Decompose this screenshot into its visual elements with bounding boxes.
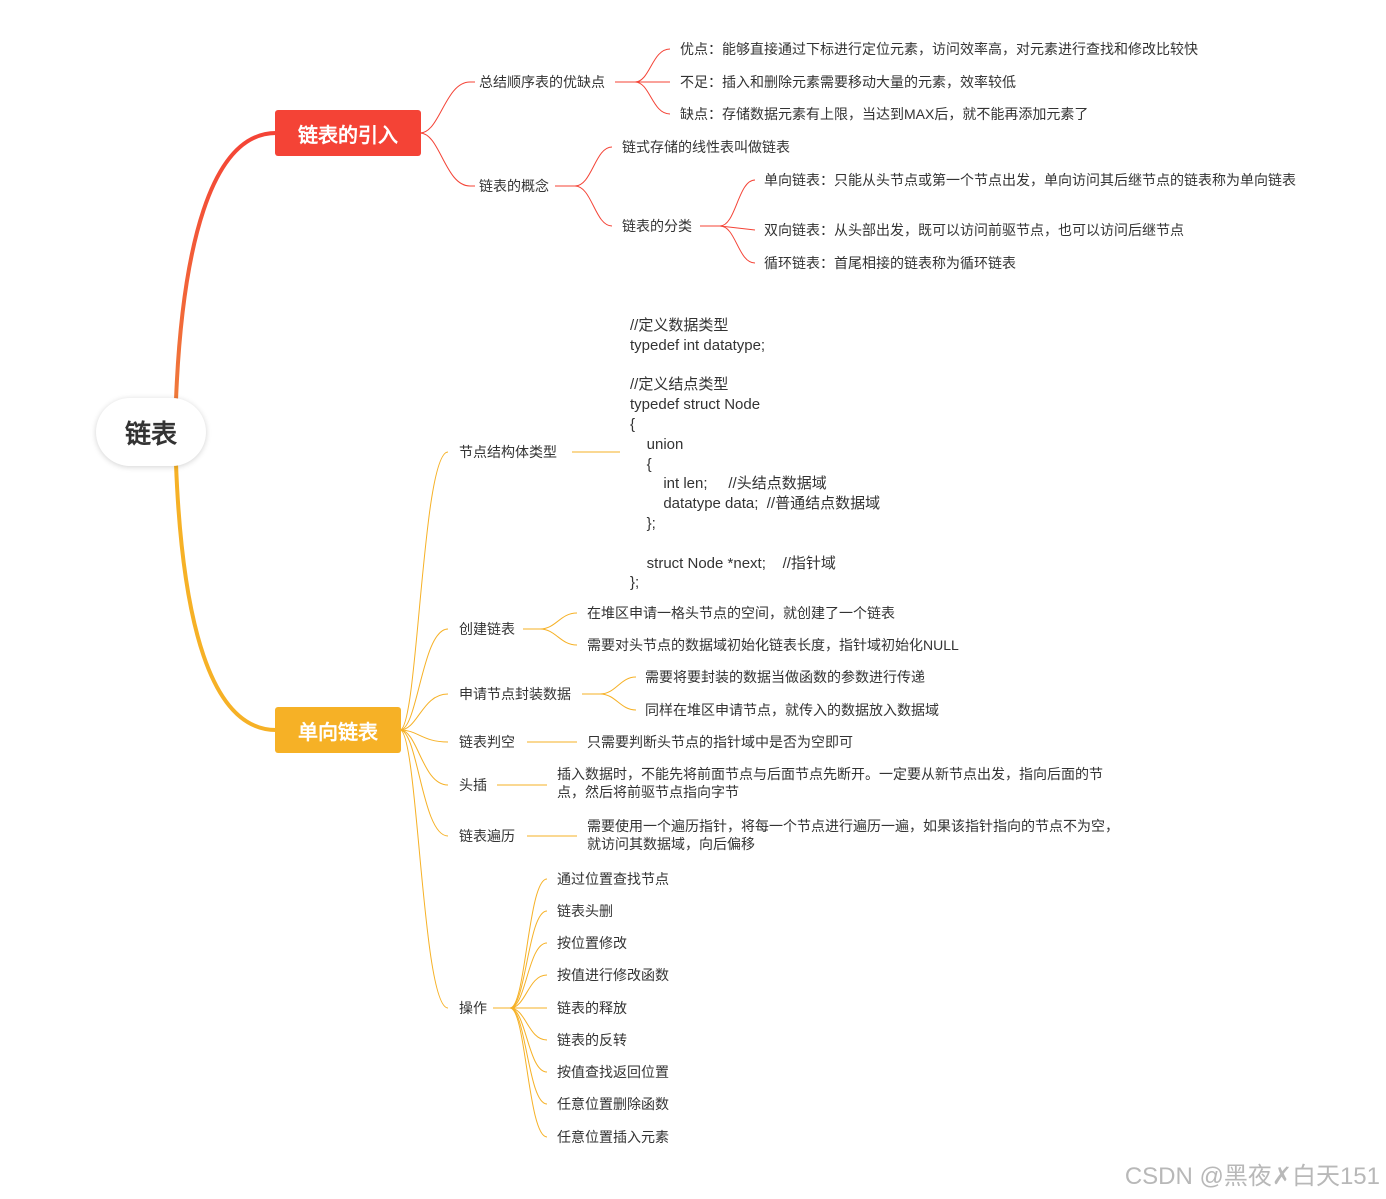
node-doubly-list-def[interactable]: 双向链表：从头部出发，既可以访问前驱节点，也可以访问后继节点 <box>764 222 1184 238</box>
node-op-3[interactable]: 按位置修改 <box>557 935 627 951</box>
node-operations[interactable]: 操作 <box>459 1000 487 1016</box>
node-struct-code[interactable]: //定义数据类型 typedef int datatype; //定义结点类型 … <box>630 317 881 592</box>
node-circular-list-def[interactable]: 循环链表：首尾相接的链表称为循环链表 <box>764 255 1016 271</box>
node-struct-type[interactable]: 节点结构体类型 <box>459 444 557 460</box>
node-empty-check[interactable]: 链表判空 <box>459 734 515 750</box>
node-apply-item-1[interactable]: 需要将要封装的数据当做函数的参数进行传递 <box>645 669 925 685</box>
node-concept[interactable]: 链表的概念 <box>479 178 549 194</box>
node-cons[interactable]: 缺点：存储数据元素有上限，当达到MAX后，就不能再添加元素了 <box>680 106 1089 122</box>
node-concept-definition[interactable]: 链式存储的线性表叫做链表 <box>622 139 790 155</box>
branch-node-singly-linked-list[interactable]: 单向链表 <box>275 707 401 753</box>
node-apply-node[interactable]: 申请节点封装数据 <box>459 686 571 702</box>
node-apply-item-2[interactable]: 同样在堆区申请节点，就传入的数据放入数据域 <box>645 702 939 718</box>
node-op-9[interactable]: 任意位置插入元素 <box>557 1129 669 1145</box>
node-shortcoming[interactable]: 不足：插入和删除元素需要移动大量的元素，效率较低 <box>680 74 1016 90</box>
node-head-insert-item[interactable]: 插入数据时，不能先将前面节点与后面节点先断开。一定要从新节点出发，指向后面的节点… <box>557 766 1103 800</box>
watermark: CSDN @黑夜✗白天151 <box>1124 1163 1380 1190</box>
node-singly-list-def[interactable]: 单向链表：只能从头节点或第一个节点出发，单向访问其后继节点的链表称为单向链表 <box>764 172 1296 188</box>
node-create-item-2[interactable]: 需要对头节点的数据域初始化链表长度，指针域初始化NULL <box>587 637 959 653</box>
node-classification[interactable]: 链表的分类 <box>622 218 692 234</box>
branch-node-intro[interactable]: 链表的引入 <box>275 110 421 156</box>
node-pros[interactable]: 优点：能够直接通过下标进行定位元素，访问效率高，对元素进行查找和修改比较快 <box>680 41 1198 57</box>
node-head-insert[interactable]: 头插 <box>459 777 487 793</box>
node-op-1[interactable]: 通过位置查找节点 <box>557 871 669 887</box>
node-create-item-1[interactable]: 在堆区申请一格头节点的空间，就创建了一个链表 <box>587 605 895 621</box>
node-op-2[interactable]: 链表头删 <box>557 903 613 919</box>
node-op-5[interactable]: 链表的释放 <box>557 1000 627 1016</box>
node-op-8[interactable]: 任意位置删除函数 <box>557 1096 669 1112</box>
node-create-list[interactable]: 创建链表 <box>459 621 515 637</box>
node-empty-check-item[interactable]: 只需要判断头节点的指针域中是否为空即可 <box>587 734 853 750</box>
node-sequential-pros-cons[interactable]: 总结顺序表的优缺点 <box>479 74 605 90</box>
node-op-6[interactable]: 链表的反转 <box>557 1032 627 1048</box>
edge-root-branch2 <box>174 463 277 732</box>
node-op-4[interactable]: 按值进行修改函数 <box>557 967 669 983</box>
node-traverse[interactable]: 链表遍历 <box>459 828 515 844</box>
root-node[interactable]: 链表 <box>96 398 206 466</box>
node-traverse-item[interactable]: 需要使用一个遍历指针，将每一个节点进行遍历一遍，如果该指针指向的节点不为空，就访… <box>587 818 1119 852</box>
node-op-7[interactable]: 按值查找返回位置 <box>557 1064 669 1080</box>
edge-root-branch1 <box>174 131 277 401</box>
